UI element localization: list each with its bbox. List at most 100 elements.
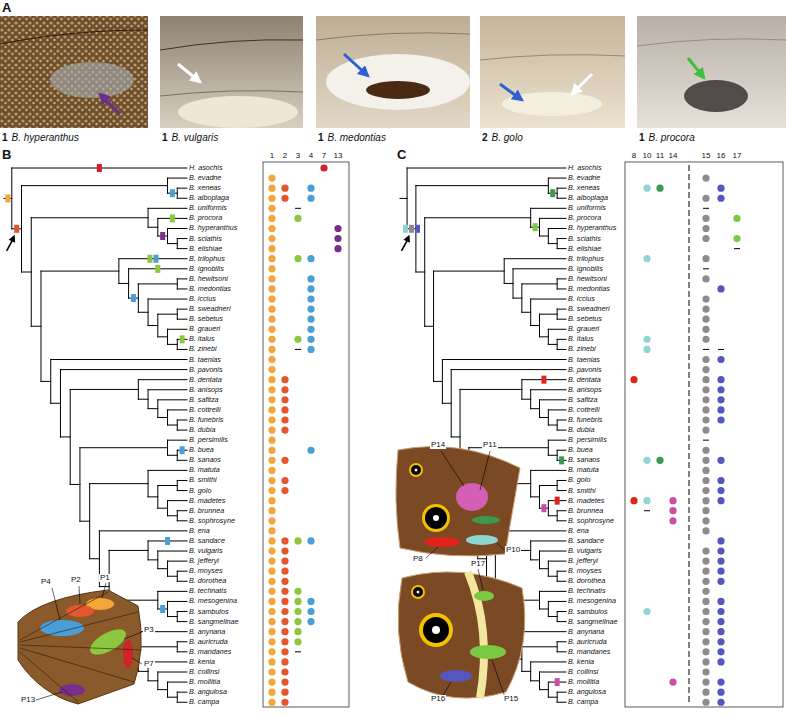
pattern-label: P14 xyxy=(430,441,446,449)
photo-golo xyxy=(500,84,522,100)
character-dot xyxy=(268,689,275,696)
character-dot xyxy=(702,689,709,696)
species-name: B. anynana xyxy=(189,628,225,635)
photo-medontias xyxy=(344,54,368,76)
forewing-diagram-c xyxy=(409,463,423,477)
tree-branch xyxy=(168,515,178,516)
species-name: B. xeneas xyxy=(568,184,600,191)
species-name: B. dentata xyxy=(568,376,601,383)
character-dot xyxy=(702,558,709,565)
tree-branch xyxy=(530,662,531,681)
species-name: B. safitza xyxy=(189,396,219,403)
missing-data-dash xyxy=(295,651,301,652)
species-name: B. graueri xyxy=(568,325,599,332)
character-dot xyxy=(268,558,275,565)
species-name: B. anisops xyxy=(189,386,223,393)
character-dot xyxy=(281,537,288,544)
character-dot xyxy=(268,174,275,181)
tree-branch xyxy=(557,450,558,460)
character-dot xyxy=(281,416,288,423)
character-dot xyxy=(643,608,650,615)
character-change-mark xyxy=(541,504,546,512)
photo-vulgaris xyxy=(160,40,303,50)
tree-branch xyxy=(539,672,540,690)
photo-vulgaris xyxy=(178,96,298,128)
tree-branch xyxy=(138,646,177,647)
tree-branch xyxy=(557,642,558,652)
character-dot xyxy=(307,608,314,615)
photo-count: 1 xyxy=(639,133,645,143)
tree-branch xyxy=(451,369,566,370)
character-dot xyxy=(307,285,314,292)
tree-branch xyxy=(557,702,566,703)
photo-medontias xyxy=(326,54,470,110)
column-number: 14 xyxy=(669,152,678,160)
character-change-mark xyxy=(5,194,10,202)
species-name: B. persimilis xyxy=(189,436,228,443)
character-dot xyxy=(294,215,301,222)
tree-branch xyxy=(177,641,187,642)
tree-branch xyxy=(400,198,407,199)
species-name: B. hyperanthus xyxy=(189,224,237,231)
tree-branch xyxy=(80,447,168,448)
tree-branch xyxy=(128,269,129,298)
character-dot xyxy=(307,618,314,625)
tree-branch xyxy=(40,271,41,381)
character-dot xyxy=(643,255,650,262)
character-dot xyxy=(268,336,275,343)
character-dot xyxy=(717,648,724,655)
forewing-diagram-c xyxy=(411,465,421,475)
character-dot xyxy=(294,537,301,544)
character-dot xyxy=(294,336,301,343)
tree-branch xyxy=(513,269,514,298)
tree-branch xyxy=(148,227,158,228)
tree-branch xyxy=(177,450,178,460)
pattern-label: P7 xyxy=(143,660,155,668)
character-dot xyxy=(717,497,724,504)
tree-branch xyxy=(557,641,566,642)
tree-branch xyxy=(138,399,148,400)
species-name: B. mandanes xyxy=(568,648,610,655)
forewing-diagram-c xyxy=(415,469,418,472)
species-name: B. sangmelinae xyxy=(189,618,239,625)
tree-branch xyxy=(539,314,540,337)
tree-branch xyxy=(557,621,566,622)
tree-branch xyxy=(548,501,549,516)
tree-branch xyxy=(60,369,187,370)
character-dot xyxy=(281,689,288,696)
species-name: H. asochis xyxy=(568,164,602,171)
tree-branch xyxy=(557,430,566,431)
pointer-arrow xyxy=(401,240,407,251)
tree-branch xyxy=(158,672,187,673)
tree-branch xyxy=(119,283,129,284)
tree-branch xyxy=(540,551,566,552)
pointer-arrow xyxy=(403,235,410,243)
character-dot xyxy=(268,205,275,212)
character-dot xyxy=(702,618,709,625)
tree-branch xyxy=(177,248,187,249)
tree-branch xyxy=(168,601,187,602)
character-dot xyxy=(702,668,709,675)
tree-branch xyxy=(148,390,149,409)
character-dot xyxy=(702,568,709,575)
missing-data-dash xyxy=(734,248,740,249)
tree-branch xyxy=(424,218,425,326)
character-dot xyxy=(268,578,275,585)
character-dot xyxy=(268,376,275,383)
tree-branch xyxy=(557,692,558,702)
tree-branch xyxy=(540,399,566,400)
photo-count: 1 xyxy=(162,133,168,143)
tree-branch xyxy=(521,284,522,312)
species-name: B. ignobilis xyxy=(189,265,224,272)
character-dot xyxy=(268,678,275,685)
character-dot xyxy=(717,638,724,645)
character-dot xyxy=(717,598,724,605)
tree-branch xyxy=(460,389,522,390)
character-dot xyxy=(281,376,288,383)
tree-branch xyxy=(407,168,566,169)
tree-branch xyxy=(540,591,566,592)
species-name: B. sambulos xyxy=(568,608,608,615)
character-dot xyxy=(268,245,275,252)
character-dot xyxy=(268,416,275,423)
character-change-mark xyxy=(550,189,555,197)
